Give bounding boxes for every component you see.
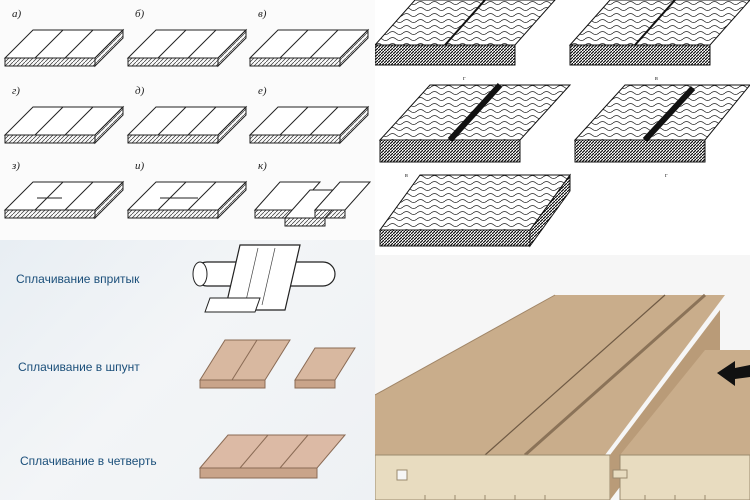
variant-label-b: б) (135, 8, 145, 20)
variant-a-drawing (4, 29, 124, 67)
floorboard-render (375, 293, 750, 500)
variant-label-a: а) (12, 8, 22, 20)
joint-drawing-5 (379, 173, 571, 248)
engraved-joints-panel: г в в г (375, 0, 750, 255)
caption-butt-joint: Сплачивание впритык (16, 272, 140, 286)
variants-drawing (4, 29, 372, 227)
variant-z-drawing (4, 181, 124, 219)
butt-joint-illustration (192, 244, 336, 313)
joint-marker-3: в (405, 173, 408, 179)
engraved-joints-drawing: г в в г (375, 0, 750, 248)
joint-marker-1: г (463, 76, 466, 82)
variant-v-drawing (249, 29, 369, 67)
jointing-types-panel: Сплачивание впритык Сплачивание в шпунт … (0, 240, 375, 500)
variant-k-drawing (253, 181, 372, 227)
joint-marker-2: в (655, 76, 658, 82)
joint-marker-4: г (665, 173, 668, 179)
variant-label-d: д) (135, 85, 145, 97)
variant-label-i: и) (135, 160, 145, 172)
arrow-left-icon (717, 361, 750, 386)
variant-g-drawing (4, 106, 124, 144)
floorboard-render-panel (375, 255, 750, 500)
jointing-types-drawing (192, 244, 356, 479)
joint-drawing-2 (568, 0, 750, 66)
variant-label-z: з) (12, 160, 20, 172)
variant-b-drawing (127, 29, 247, 67)
caption-quarter-joint: Сплачивание в четверть (20, 454, 157, 468)
joint-drawing-1 (375, 0, 556, 66)
joint-drawing-4 (573, 84, 750, 163)
variant-label-v: в) (258, 8, 267, 20)
caption-tongue-joint: Сплачивание в шпунт (18, 360, 140, 374)
variant-d-drawing (127, 106, 247, 144)
jointing-variants-panel: а) б) в) г) д) е) з) и) к) (0, 0, 375, 240)
tongue-joint-illustration (199, 339, 356, 389)
variant-label-g: г) (12, 85, 20, 97)
variant-e-drawing (249, 106, 369, 144)
variant-label-k: к) (258, 160, 267, 172)
variant-label-e: е) (258, 85, 267, 97)
quarter-joint-illustration (198, 434, 347, 479)
joint-drawing-3 (378, 82, 572, 163)
variant-i-drawing (127, 181, 247, 219)
